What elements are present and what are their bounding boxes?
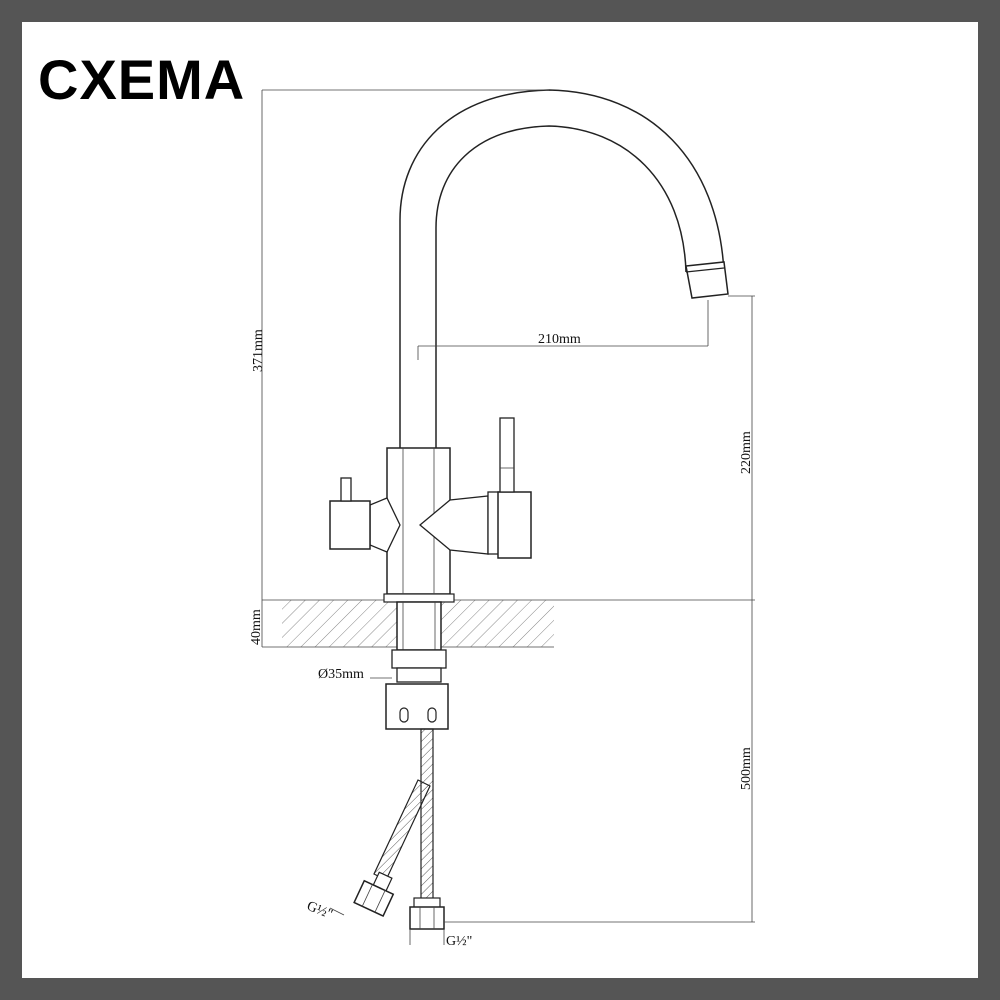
- label-thread-left: G½": [305, 899, 335, 923]
- dimension-lines: [261, 89, 755, 945]
- label-spout-reach: 210mm: [538, 332, 581, 347]
- label-total-height: 371mm: [251, 329, 266, 372]
- label-hose-length: 500mm: [739, 747, 754, 790]
- mounting-shank: [385, 601, 449, 730]
- faucet-body: [329, 417, 532, 603]
- brand-logo: CXEMA: [38, 48, 246, 111]
- label-mount-thickness: 40mm: [249, 609, 264, 645]
- label-hole-diameter: Ø35mm: [318, 667, 364, 682]
- label-spout-height: 220mm: [739, 431, 754, 474]
- label-thread-right: G½": [446, 934, 472, 949]
- flex-hoses: [353, 728, 445, 930]
- spout: [399, 89, 729, 448]
- dimension-labels: 371mm 210mm 220mm 40mm Ø35mm 500mm G½" G…: [249, 329, 754, 949]
